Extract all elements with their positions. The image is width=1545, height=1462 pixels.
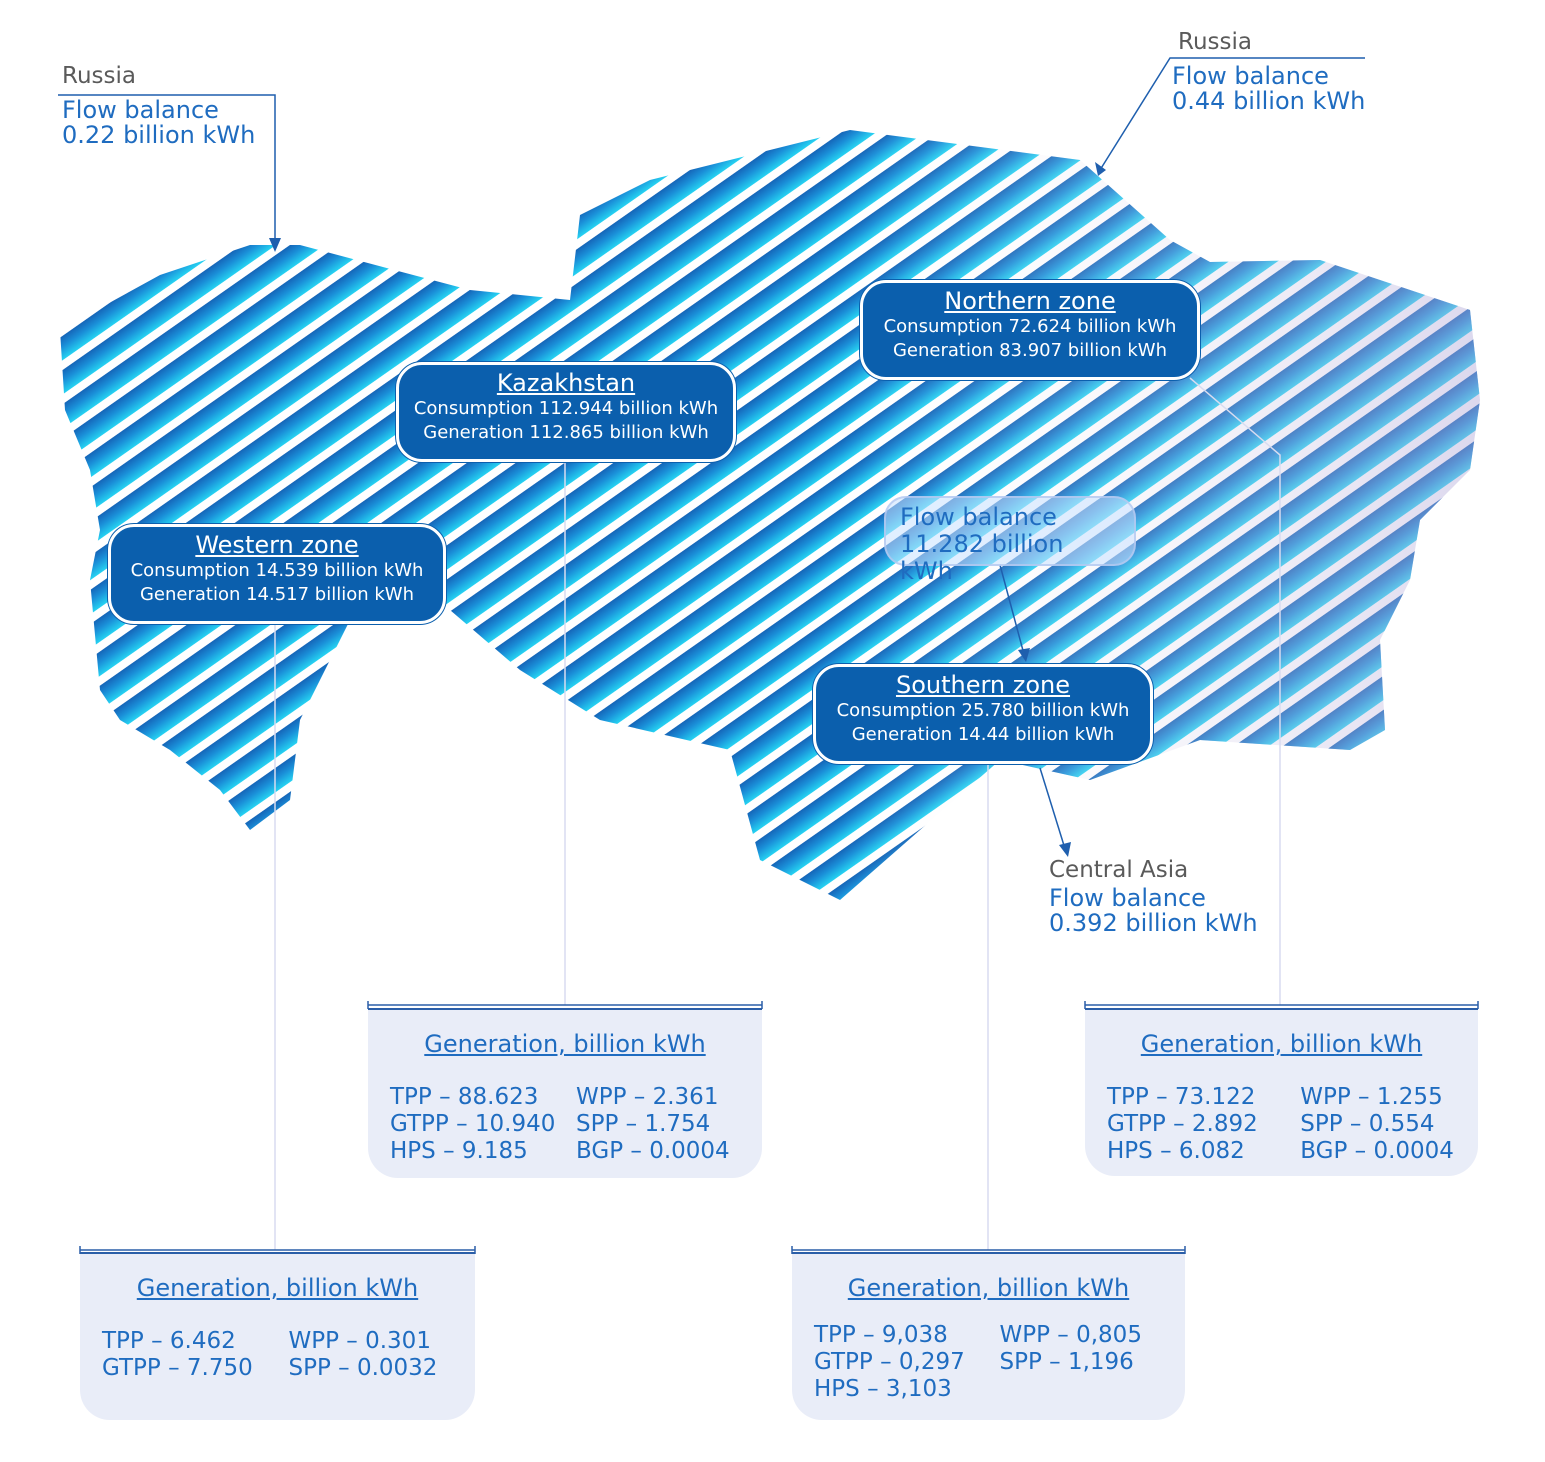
zone-generation: Generation 14.517 billion kWh [139,584,415,605]
gen-item: HPS – 6.082 [1107,1138,1245,1164]
flow-title: Flow balance [1049,884,1206,913]
gen-item: TPP – 6.462 [102,1328,236,1354]
internal-flow-balance: Flow balance 11.282 billion kWh [884,496,1136,585]
gen-item: WPP – 0.301 [288,1328,431,1354]
arrow-icon [1018,648,1030,662]
gen-item: WPP – 2.361 [576,1084,719,1110]
gen-item: TPP – 9,038 [814,1322,948,1348]
zone-consumption: Consumption 112.944 billion kWh [413,398,719,419]
gen-item: SPP – 0.554 [1300,1111,1435,1137]
russia-north-flow: Russia Flow balance 0.44 billion kWh [1172,29,1365,115]
gen-item: TPP – 88.623 [390,1084,539,1110]
central-asia-flow: Central Asia Flow balance 0.392 billion … [1049,858,1258,937]
panel-title: Generation, billion kWh [424,1030,706,1058]
region-label: Central Asia [1049,857,1189,883]
flow-value: 0.44 billion kWh [1172,87,1366,116]
zone-kazakhstan: Kazakhstan Consumption 112.944 billion k… [396,362,736,462]
gen-item: BGP – 0.0004 [1300,1138,1454,1164]
gen-item: SPP – 0.0032 [288,1355,438,1381]
gen-item: GTPP – 2.892 [1107,1111,1258,1137]
panel-title: Generation, billion kWh [1140,1030,1423,1058]
zone-generation: Generation 83.907 billion kWh [892,340,1168,361]
gen-item: GTPP – 7.750 [102,1355,253,1381]
flow-title: Flow balance [900,503,1057,531]
arrow-icon [269,238,281,252]
gen-item: TPP – 73.122 [1107,1084,1256,1110]
zone-southern: Southern zone Consumption 25.780 billion… [813,664,1153,764]
gen-item: SPP – 1,196 [999,1349,1134,1375]
zone-title: Western zone [195,531,359,559]
zone-northern: Northern zone Consumption 72.624 billion… [860,280,1200,380]
gen-item: GTPP – 10.940 [390,1111,556,1137]
zone-consumption: Consumption 14.539 billion kWh [130,560,424,581]
zone-generation: Generation 14.44 billion kWh [851,724,1115,745]
leader-lines [58,57,1365,853]
zone-title: Kazakhstan [496,369,636,397]
gen-item: WPP – 1.255 [1300,1084,1443,1110]
russia-west-flow: Russia Flow balance 0.22 billion kWh [62,64,255,149]
flow-title: Flow balance [62,96,219,125]
zone-title: Southern zone [895,671,1071,699]
flow-value: 0.22 billion kWh [62,121,256,150]
gen-item: HPS – 9.185 [390,1138,528,1164]
flow-title: Flow balance [1172,62,1329,91]
gen-item: HPS – 3,103 [814,1376,952,1402]
zone-consumption: Consumption 25.780 billion kWh [836,700,1130,721]
region-label: Russia [62,63,136,89]
gen-item: WPP – 0,805 [999,1322,1142,1348]
panel-title: Generation, billion kWh [847,1274,1130,1302]
zone-title: Northern zone [944,287,1116,315]
gen-item: SPP – 1.754 [576,1111,711,1137]
panel-title: Generation, billion kWh [136,1274,419,1302]
flow-value: 11.282 billion kWh [900,530,1064,585]
connector-lines [274,377,1281,1250]
region-label: Russia [1178,29,1252,55]
flow-value: 0.392 billion kWh [1049,909,1258,938]
gen-item: GTPP – 0,297 [814,1349,965,1375]
zone-western: Western zone Consumption 14.539 billion … [108,524,446,624]
zone-generation: Generation 112.865 billion kWh [423,422,709,443]
zone-consumption: Consumption 72.624 billion kWh [883,316,1177,337]
arrow-icon [1059,842,1071,857]
gen-item: BGP – 0.0004 [576,1138,730,1164]
arrow-icon [1095,162,1106,176]
